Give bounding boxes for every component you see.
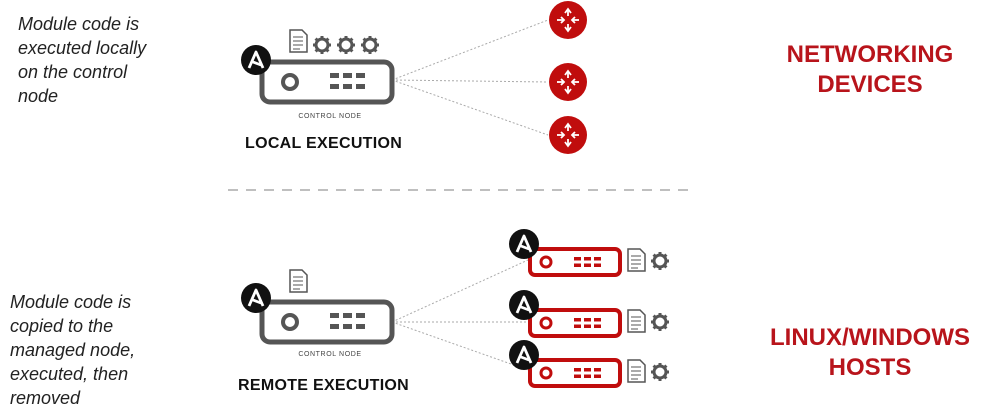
remote-control-node — [259, 299, 395, 345]
gear-icon — [649, 361, 671, 383]
local-execution-title: LOCAL EXECUTION — [245, 135, 403, 152]
remote-execution-note: Module code is copied to the managed nod… — [10, 292, 136, 408]
ansible-logo-icon — [239, 281, 273, 315]
local-control-node-label: CONTROL NODE — [298, 113, 361, 120]
managed-host — [507, 227, 671, 277]
router-icon — [548, 115, 588, 155]
linux-windows-hosts-heading: LINUX/WINDOWS HOSTS — [770, 324, 970, 381]
local-connection-lines — [391, 19, 549, 136]
gear-icon — [335, 34, 357, 56]
managed-host — [507, 288, 671, 338]
module-document-icon — [627, 359, 646, 383]
ansible-logo-icon — [507, 338, 541, 372]
server-icon — [528, 247, 622, 277]
networking-devices-heading: NETWORKING DEVICES — [786, 41, 954, 98]
gear-icon — [359, 34, 381, 56]
ansible-logo-icon — [507, 288, 541, 322]
router-icon — [548, 62, 588, 102]
server-icon — [528, 358, 622, 388]
remote-connection-lines — [391, 259, 529, 371]
module-document-icon — [289, 269, 308, 293]
server-icon — [528, 308, 622, 338]
module-document-icon — [627, 248, 646, 272]
gear-icon — [649, 250, 671, 272]
module-document-icon — [289, 29, 308, 53]
ansible-logo-icon — [239, 43, 273, 77]
remote-control-node-label: CONTROL NODE — [298, 351, 361, 358]
module-document-icon — [627, 309, 646, 333]
managed-host — [507, 338, 671, 388]
remote-execution-title: REMOTE EXECUTION — [238, 377, 410, 394]
local-control-node — [259, 59, 395, 105]
router-icon — [548, 0, 588, 40]
ansible-logo-icon — [507, 227, 541, 261]
gear-icon — [649, 311, 671, 333]
gear-icon — [311, 34, 333, 56]
local-execution-note: Module code is executed locally on the c… — [18, 14, 147, 106]
